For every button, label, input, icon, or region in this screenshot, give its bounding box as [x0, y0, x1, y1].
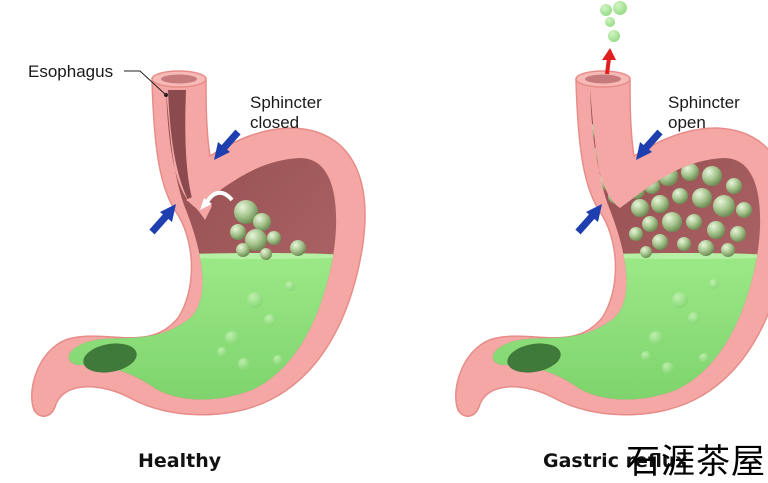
esophagus-leader-line — [124, 70, 167, 96]
watermark: 石涯茶屋 — [626, 442, 766, 482]
sphincter-open-label: Sphincter open — [668, 93, 740, 133]
blue-arrow-icon — [214, 129, 241, 160]
blue-arrow-icon — [575, 204, 602, 235]
sphincter-closed-label: Sphincter closed — [250, 93, 322, 133]
sphincter-state-label: open — [668, 113, 706, 132]
blue-arrow-icon — [636, 129, 663, 160]
pylorus — [507, 343, 561, 373]
esophagus-label: Esophagus — [28, 62, 114, 81]
healthy-stomach — [31, 70, 366, 417]
sphincter-state-label: closed — [250, 113, 300, 132]
sphincter-label-line1: Sphincter — [250, 93, 322, 112]
reflux-caption: Gastric reflux — [543, 450, 688, 472]
sphincter-label-line1: Sphincter — [668, 93, 740, 112]
gas-bubbles — [230, 200, 306, 260]
blue-arrow-icon — [149, 204, 176, 235]
healthy-caption: Healthy — [138, 450, 222, 472]
escaping-bubbles — [600, 1, 627, 42]
reflux-stomach — [455, 1, 768, 417]
pylorus — [83, 343, 137, 373]
red-arrow-icon — [602, 48, 616, 75]
